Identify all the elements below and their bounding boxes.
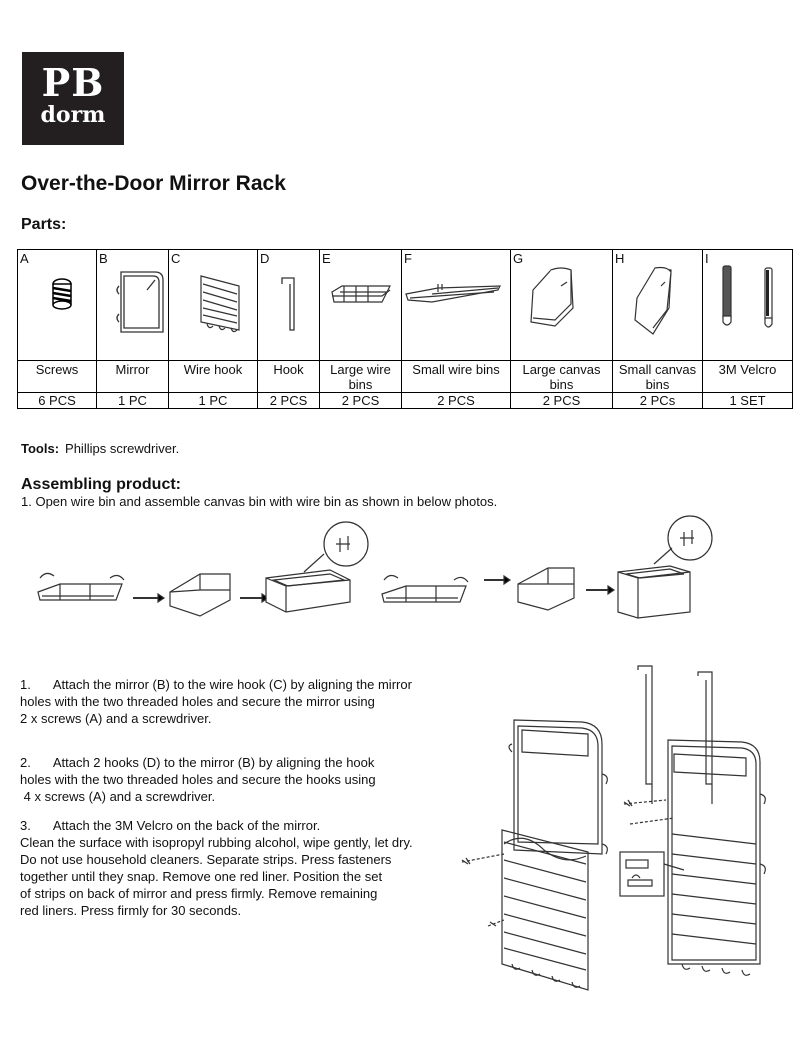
step-line: 4 x screws (A) and a screwdriver.	[20, 789, 216, 804]
screw-icon	[52, 278, 72, 310]
assembling-heading: Assembling product:	[21, 476, 182, 493]
part-cell-i: I	[702, 249, 793, 361]
part-letter: A	[20, 251, 29, 266]
part-qty: 2 PCs	[612, 392, 703, 409]
part-cell-h: H	[612, 249, 703, 361]
step-number: 1.	[20, 677, 31, 692]
step-line: red liners. Press firmly for 30 seconds.	[20, 903, 242, 918]
parts-table: A B C	[17, 249, 793, 409]
part-letter: G	[513, 251, 524, 266]
assembling-intro: 1. Open wire bin and assemble canvas bin…	[21, 494, 498, 509]
part-letter: B	[99, 251, 108, 266]
part-qty: 1 PC	[168, 392, 258, 409]
part-letter: C	[171, 251, 181, 266]
part-name: Screws	[17, 360, 97, 393]
small-canvas-bin-icon	[634, 266, 672, 335]
part-name: Wire hook	[168, 360, 258, 393]
step-line: together until they snap. Remove one red…	[20, 869, 383, 884]
part-cell-e: E	[319, 249, 402, 361]
part-name: 3M Velcro	[702, 360, 793, 393]
part-cell-a: A	[17, 249, 97, 361]
step-line: holes with the two threaded holes and se…	[20, 694, 375, 709]
part-qty: 2 PCS	[257, 392, 320, 409]
wire-hook-icon	[200, 275, 240, 333]
bin-assembly-illustration	[37, 515, 713, 619]
page-title: Over-the-Door Mirror Rack	[21, 172, 286, 195]
step-line: Attach the 3M Velcro on the back of the …	[52, 818, 321, 833]
small-wire-bin-icon	[405, 284, 501, 303]
step-line: Attach the mirror (B) to the wire hook (…	[52, 677, 412, 692]
logo-line1: PB	[41, 60, 105, 105]
part-name: Small canvas bins	[612, 360, 703, 393]
part-cell-f: F	[401, 249, 511, 361]
step-1: 1. Attach the mirror (B) to the wire hook…	[20, 676, 460, 727]
step-line: Do not use household cleaners. Separate …	[20, 852, 392, 867]
part-name: Small wire bins	[401, 360, 511, 393]
mirror-rack-assembly-illustration	[461, 665, 766, 991]
part-letter: E	[322, 251, 331, 266]
part-letter: I	[705, 251, 709, 266]
tools-text: Phillips screwdriver.	[65, 441, 180, 456]
part-name: Large wire bins	[319, 360, 402, 393]
step-number: 3.	[20, 818, 31, 833]
part-cell-g: G	[510, 249, 613, 361]
part-cell-b: B	[96, 249, 169, 361]
part-qty: 2 PCS	[510, 392, 613, 409]
part-cell-d: D	[257, 249, 320, 361]
part-letter: D	[260, 251, 270, 266]
part-qty: 1 SET	[702, 392, 793, 409]
large-canvas-bin-icon	[530, 267, 574, 327]
part-cell-c: C	[168, 249, 258, 361]
logo-line2: dorm	[40, 102, 106, 128]
part-letter: H	[615, 251, 625, 266]
step-line: 2 x screws (A) and a screwdriver.	[20, 711, 212, 726]
step-line: of strips on back of mirror and press fi…	[20, 886, 378, 901]
tools-line: Tools: Phillips screwdriver.	[21, 441, 179, 456]
mirror-icon	[116, 271, 164, 333]
part-name: Hook	[257, 360, 320, 393]
part-name: Large canvas bins	[510, 360, 613, 393]
part-letter: F	[404, 251, 412, 266]
parts-heading: Parts:	[21, 216, 67, 233]
velcro-icon	[722, 265, 773, 328]
part-qty: 6 PCS	[17, 392, 97, 409]
step-number: 2.	[20, 755, 31, 770]
part-qty: 2 PCS	[319, 392, 402, 409]
large-wire-bin-icon	[331, 285, 391, 303]
step-2: 2. Attach 2 hooks (D) to the mirror (B) b…	[20, 754, 460, 805]
part-qty: 1 PC	[96, 392, 169, 409]
pb-dorm-logo: PB dorm	[22, 52, 124, 145]
tools-label: Tools:	[21, 441, 60, 456]
step-3: 3. Attach the 3M Velcro on the back of th…	[20, 817, 460, 919]
part-qty: 2 PCS	[401, 392, 511, 409]
step-line: Attach 2 hooks (D) to the mirror (B) by …	[52, 755, 375, 770]
hook-icon	[281, 277, 295, 331]
step-line: Clean the surface with isopropyl rubbing…	[20, 835, 413, 850]
step-line: holes with the two threaded holes and se…	[20, 772, 376, 787]
part-name: Mirror	[96, 360, 169, 393]
